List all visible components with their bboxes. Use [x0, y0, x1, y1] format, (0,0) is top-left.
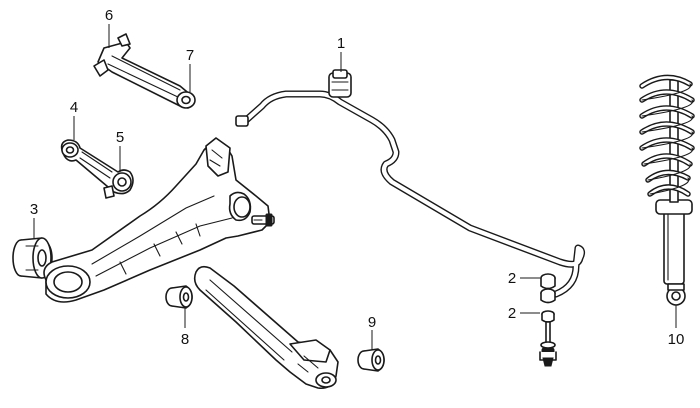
callout-7: 7	[186, 47, 194, 64]
callout-8: 8	[181, 331, 189, 348]
callout-9: 9	[368, 314, 376, 331]
callout-2-upper: 2	[508, 270, 516, 287]
callout-1: 1	[337, 35, 345, 52]
callout-5: 5	[116, 129, 124, 146]
lower-control-arm[interactable]	[193, 265, 339, 390]
stabilizer-bar[interactable]	[235, 69, 586, 298]
rear-shock-absorber-spring[interactable]	[639, 74, 695, 306]
lateral-link[interactable]	[60, 139, 134, 199]
trailing-arm-bushing[interactable]	[12, 237, 53, 279]
trailing-arm[interactable]	[43, 137, 275, 303]
stabilizer-link-bushing[interactable]	[539, 273, 557, 367]
lower-arm-bushing-rear[interactable]	[357, 348, 385, 372]
upper-lateral-link[interactable]	[93, 33, 196, 109]
callout-10: 10	[668, 331, 685, 348]
callout-4: 4	[70, 99, 78, 116]
callout-2-lower: 2	[508, 305, 516, 322]
callout-3: 3	[30, 201, 38, 218]
callout-labels: 1 2 2 3 4 5 6 7 8 9 10	[30, 7, 685, 348]
callout-6: 6	[105, 7, 113, 24]
leader-lines	[33, 24, 677, 350]
lower-arm-bushing[interactable]	[165, 285, 193, 309]
